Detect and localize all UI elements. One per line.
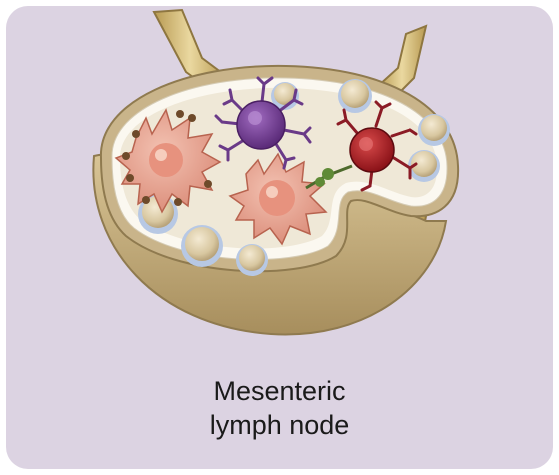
caption-line-1: Mesenteric — [6, 374, 553, 408]
lymph-node-illustration — [6, 6, 553, 376]
caption: Mesenteric lymph node — [6, 374, 553, 442]
caption-line-2: lymph node — [6, 408, 553, 442]
diagram-panel: Mesenteric lymph node — [6, 6, 553, 469]
